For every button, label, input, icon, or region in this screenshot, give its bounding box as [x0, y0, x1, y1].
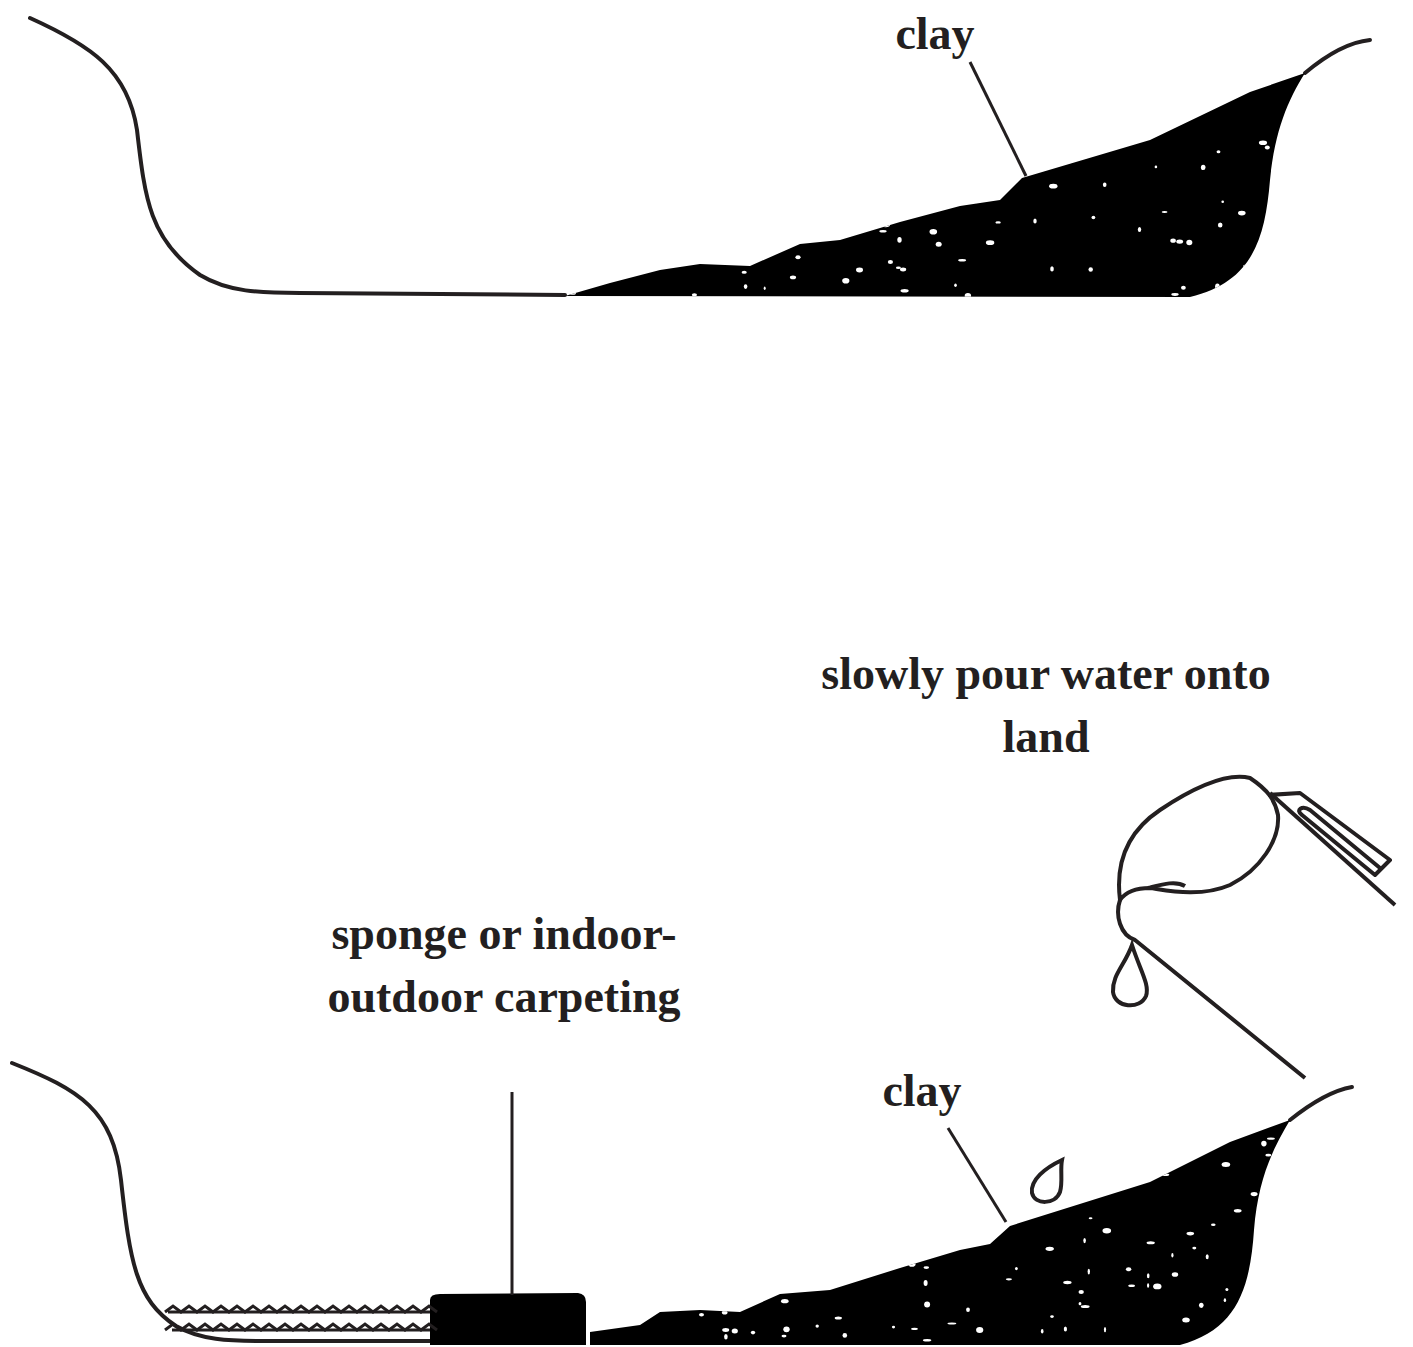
water-drop — [1032, 1160, 1062, 1202]
clay-land — [565, 73, 1305, 297]
water — [165, 1306, 437, 1330]
water-drop — [1113, 945, 1147, 1005]
pitcher — [1118, 777, 1395, 1078]
part-label: clay — [835, 2, 1035, 65]
part-label: sponge or indoor-outdoor carpeting — [304, 902, 704, 1028]
clay-land — [590, 1120, 1290, 1345]
part-label: clay — [822, 1059, 1022, 1122]
clay-speckles — [568, 73, 1286, 299]
sponge — [430, 1293, 586, 1345]
instruction-label: slowly pour water onto land — [816, 642, 1276, 768]
clay-speckles — [595, 1119, 1289, 1342]
tray-outline — [12, 18, 1370, 1341]
